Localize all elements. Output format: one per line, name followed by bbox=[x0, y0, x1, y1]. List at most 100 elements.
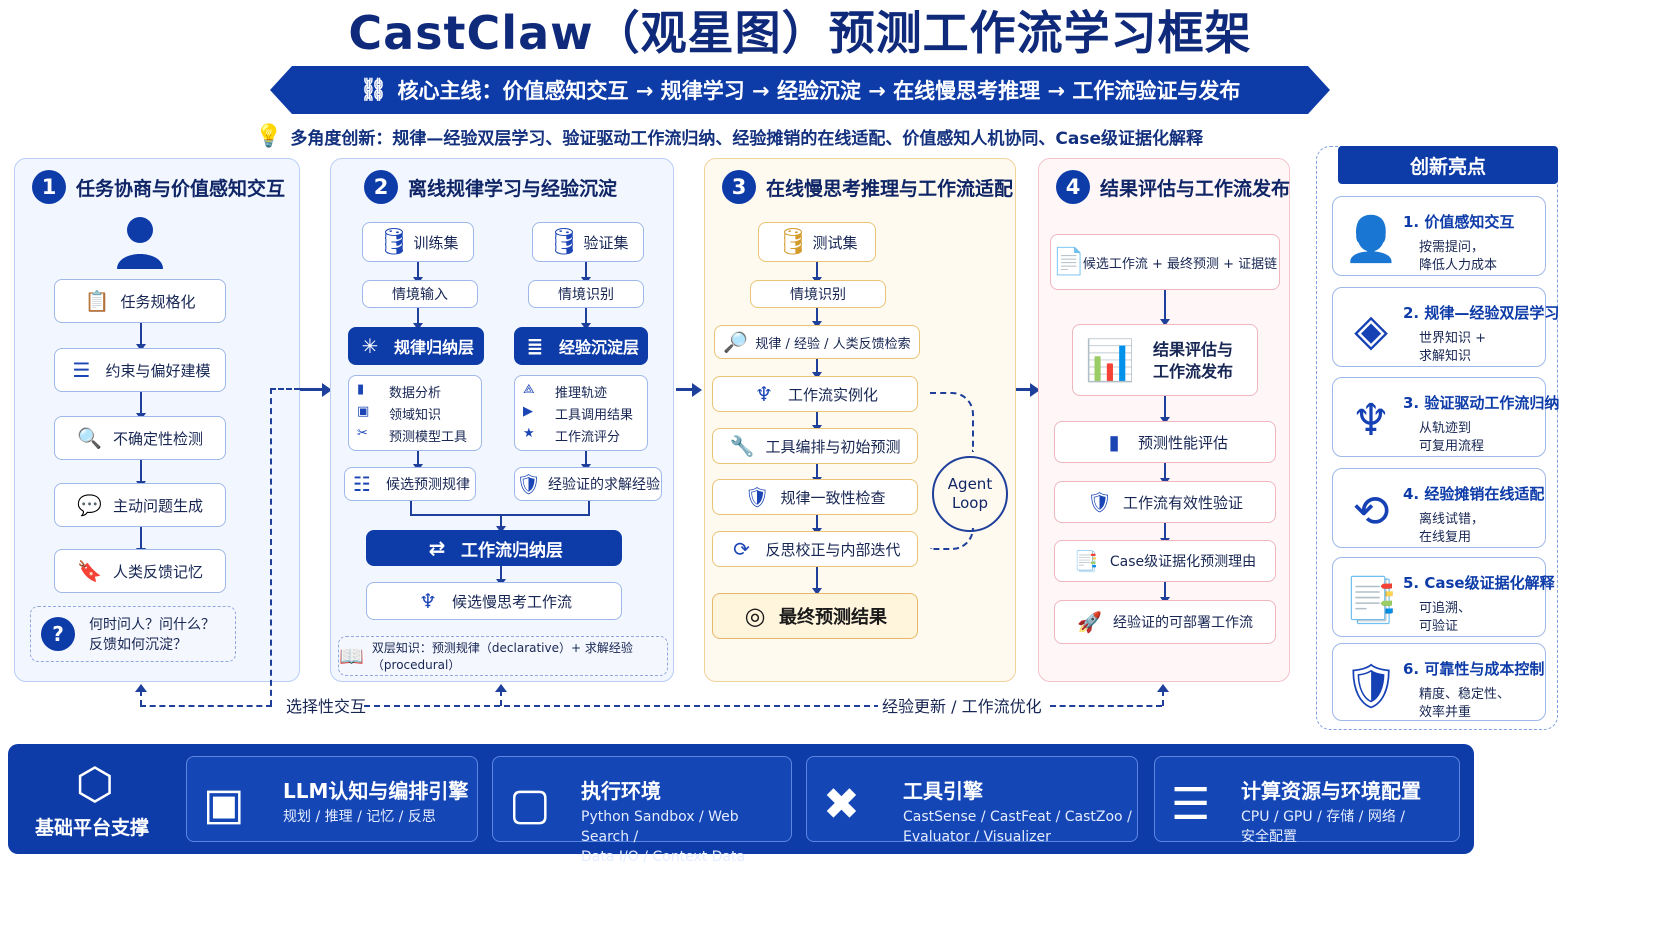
highlights-title: 创新亮点 bbox=[1338, 146, 1558, 184]
reflection-iteration: ⟳反思校正与内部迭代 bbox=[712, 531, 918, 567]
flow-arrow bbox=[812, 412, 822, 432]
panel3-header: 3 在线慢思考推理与工作流适配 bbox=[704, 166, 1016, 208]
rule-induction-layer: ✳规律归纳层 bbox=[348, 327, 484, 365]
highlight-item: ⟲ 4. 经验摊销在线适配 离线试错， 在线复用 bbox=[1332, 468, 1546, 548]
flow-arrow bbox=[413, 308, 423, 330]
clipboard-icon: 📋 bbox=[84, 289, 110, 313]
arrowhead bbox=[135, 684, 147, 692]
workflow-icon: ⇄ bbox=[428, 536, 446, 560]
exp-item: 工作流评分 bbox=[555, 430, 621, 445]
lightbulb-icon: 💡 bbox=[255, 123, 283, 149]
flow-arrow bbox=[1160, 396, 1170, 424]
sync-cloud-icon: ⟲ bbox=[1352, 485, 1390, 537]
flow-arrow bbox=[1160, 582, 1170, 604]
cubes-icon: ⬡ bbox=[75, 758, 115, 810]
arrowhead bbox=[1030, 383, 1040, 397]
context-input: 情境输入 bbox=[362, 280, 478, 308]
rule-item: 预测模型工具 bbox=[389, 430, 468, 445]
retrieval-step: 🔎规律 / 经验 / 人类反馈检索 bbox=[714, 325, 920, 359]
step-constraint-modeling: ☰约束与偏好建模 bbox=[54, 348, 226, 392]
feedback-path bbox=[140, 705, 272, 707]
database-icon: 🛢 bbox=[776, 227, 810, 257]
loop-connector-top bbox=[930, 392, 974, 452]
sliders-icon: ☰ bbox=[72, 358, 91, 382]
layers-icon: ◈ bbox=[1354, 304, 1388, 356]
workflow-induction-layer: ⇄工作流归纳层 bbox=[366, 530, 622, 566]
exp-item: 推理轨迹 bbox=[555, 386, 608, 401]
test-set: 🛢测试集 bbox=[758, 222, 876, 262]
highlight-item: 🛡 6. 可靠性与成本控制 精度、稳定性、 效率并重 bbox=[1332, 643, 1546, 721]
panel2-header: 2 离线规律学习与经验沉淀 bbox=[346, 166, 666, 208]
flow-arrow bbox=[812, 359, 822, 379]
arrowhead bbox=[692, 383, 702, 397]
highlight-item: ◈ 2. 规律—经验双层学习 世界知识 + 求解知识 bbox=[1332, 287, 1559, 367]
user-question-icon: 👤 bbox=[1343, 214, 1399, 265]
target-icon: ◎ bbox=[744, 602, 766, 630]
server-icon: ☰ bbox=[1171, 779, 1211, 830]
document-search-icon: 📑 bbox=[1343, 575, 1399, 626]
tools-icon: ✖ bbox=[823, 779, 860, 830]
flow-arrow bbox=[136, 460, 146, 488]
evaluate-publish-label: 结果评估与 工作流发布 bbox=[1153, 340, 1234, 381]
feedback-path bbox=[140, 690, 142, 706]
feedback-path bbox=[1162, 690, 1164, 706]
tool-icon: ✂ bbox=[357, 426, 368, 441]
deployable-workflow: 🚀经验证的可部署工作流 bbox=[1054, 600, 1276, 644]
candidate-input: 📄候选工作流 + 最终预测 + 证据链 bbox=[1050, 234, 1280, 290]
book-icon: ▣ bbox=[357, 404, 370, 419]
flow-arrow bbox=[496, 566, 506, 586]
stack-icon: ≣ bbox=[526, 334, 544, 358]
open-book-icon: 📖 bbox=[339, 644, 364, 668]
page-title: CastClaw（观星图）预测工作流学习框架 bbox=[348, 6, 1252, 60]
user-icon bbox=[108, 214, 172, 270]
bar-chart-icon: ▮ bbox=[357, 382, 365, 397]
step-number-3: 3 bbox=[722, 170, 756, 204]
step-question-generation: 💬主动问题生成 bbox=[54, 483, 226, 527]
highlight-item: ♆ 3. 验证驱动工作流归纳 从轨迹到 可复用流程 bbox=[1332, 377, 1559, 457]
connector bbox=[410, 501, 412, 515]
arrowhead bbox=[495, 684, 507, 692]
rule-item: 领域知识 bbox=[389, 408, 442, 423]
feedback-path bbox=[364, 705, 880, 707]
shield-check-icon: 🛡 bbox=[1343, 661, 1399, 712]
candidate-rules: ☷候选预测规律 bbox=[344, 467, 476, 501]
step-number-4: 4 bbox=[1056, 170, 1090, 204]
star-icon: ★ bbox=[523, 426, 535, 441]
validation-set: 🛢验证集 bbox=[532, 222, 644, 262]
arrow-col2-col3 bbox=[676, 388, 696, 391]
hierarchy-icon: ♆ bbox=[755, 382, 773, 406]
list-icon: ☷ bbox=[353, 472, 371, 496]
refresh-icon: ⟳ bbox=[733, 537, 750, 561]
shield-check-icon: 🛡 bbox=[1086, 490, 1113, 514]
chat-bubble-icon: 💬 bbox=[76, 493, 102, 517]
flow-arrow bbox=[136, 527, 146, 555]
highlight-item: 👤 1. 价值感知交互 按需提问， 降低人力成本 bbox=[1332, 196, 1546, 276]
train-set: 🛢训练集 bbox=[362, 222, 474, 262]
trace-icon: ⟁ bbox=[523, 382, 535, 397]
experience-layer: ≣经验沉淀层 bbox=[514, 327, 648, 365]
flow-arrow bbox=[1160, 463, 1170, 485]
mainline-text: 核心主线：价值感知交互 → 规律学习 → 经验沉淀 → 在线慢思考推理 → 工作… bbox=[397, 79, 1241, 103]
hierarchy-icon: ♆ bbox=[419, 589, 437, 613]
arrow-col3-col4 bbox=[1016, 388, 1034, 391]
flow-arrow bbox=[136, 392, 146, 420]
context-identify: 情境识别 bbox=[750, 280, 886, 308]
exp-item: 工具调用结果 bbox=[555, 408, 634, 423]
document-link-icon: 📄 bbox=[1052, 247, 1086, 277]
database-icon: 🛢 bbox=[377, 227, 411, 257]
flow-arrow bbox=[413, 451, 423, 471]
performance-eval: ▮预测性能评估 bbox=[1054, 421, 1276, 463]
chip-lock-icon: ▣ bbox=[203, 779, 245, 830]
panel4-header: 4 结果评估与工作流发布 bbox=[1038, 166, 1290, 208]
highlight-item: 📑 5. Case级证据化解释 可追溯、 可验证 bbox=[1332, 557, 1555, 637]
bookmark-icon: 🔖 bbox=[76, 559, 102, 583]
verified-experience: 🛡经验证的求解经验 bbox=[514, 467, 662, 501]
step-feedback-memory: 🔖人类反馈记忆 bbox=[54, 549, 226, 593]
dashboard-icon: 📊 bbox=[1085, 337, 1135, 384]
flow-arrow bbox=[1160, 523, 1170, 545]
case-evidence: 📑Case级证据化预测理由 bbox=[1054, 540, 1276, 582]
feedback-update-label: 经验更新 / 工作流优化 bbox=[878, 693, 1046, 717]
evaluate-publish: 📊 结果评估与 工作流发布 bbox=[1072, 324, 1258, 396]
platform-item-compute: ☰ 计算资源与环境配置 CPU / GPU / 存储 / 网络 / 安全配置 bbox=[1154, 756, 1460, 845]
connector bbox=[588, 501, 590, 515]
